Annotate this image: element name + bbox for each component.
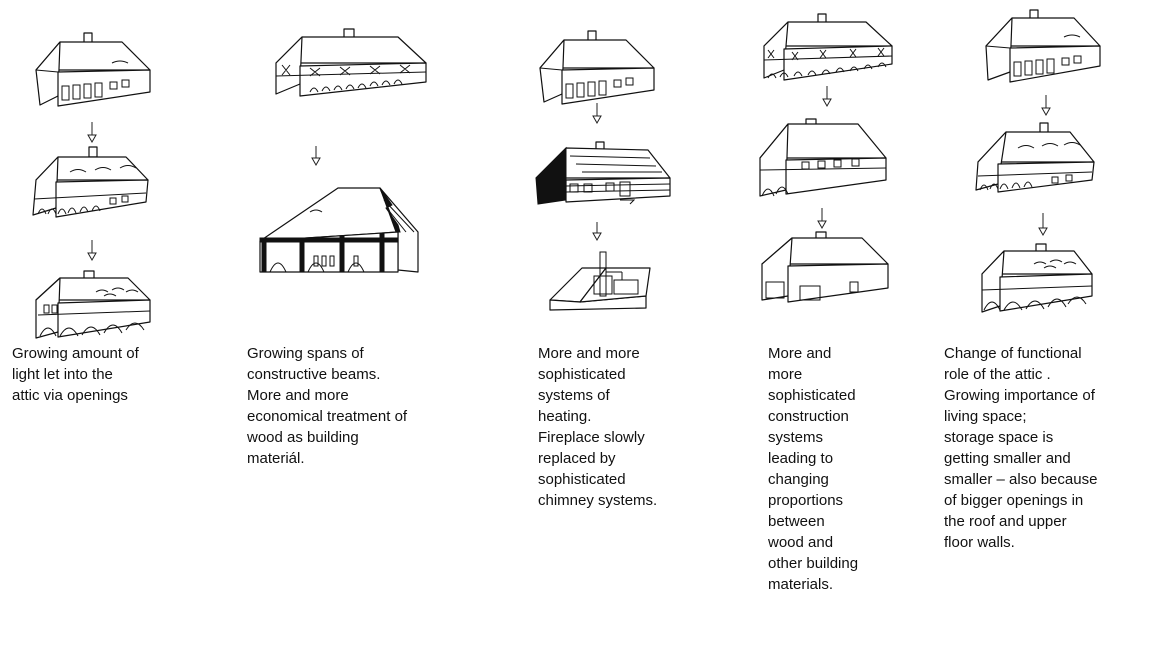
column-construction-systems: More and more sophisticated construction… bbox=[740, 0, 920, 659]
farmhouse-small-attic-illustration bbox=[985, 9, 1101, 83]
column-heating-systems-illustrations bbox=[535, 30, 671, 311]
arrow-down-icon bbox=[592, 103, 602, 125]
farmhouse-dormers-illustration bbox=[975, 122, 1095, 193]
column-attic-light: Growing amount of light let into the att… bbox=[0, 0, 200, 659]
column-construction-systems-illustrations bbox=[759, 13, 893, 303]
arrow-down-icon bbox=[311, 146, 321, 167]
timber-frame-hall-illustration bbox=[259, 187, 419, 273]
arrow-down-icon bbox=[1038, 213, 1048, 237]
column-heating-systems-caption: More and more sophisticated systems of h… bbox=[538, 345, 658, 509]
column-beam-spans-illustrations bbox=[259, 28, 427, 273]
farmhouse-large-attic-illustration bbox=[35, 270, 151, 339]
plain-masonry-house-illustration bbox=[761, 231, 889, 303]
farmhouse-dormers-illustration bbox=[32, 146, 149, 218]
half-timbered-house-detailed-illustration bbox=[763, 13, 893, 81]
arrow-down-icon bbox=[592, 222, 602, 242]
column-construction-systems-caption: More and more sophisticated construction… bbox=[768, 345, 859, 593]
arrow-down-icon bbox=[87, 122, 97, 144]
arrow-down-icon bbox=[822, 86, 832, 108]
half-timbered-house-illustration bbox=[275, 28, 427, 97]
column-attic-function-caption: Change of functional role of the attic .… bbox=[944, 345, 1098, 551]
column-attic-function: Change of functional role of the attic .… bbox=[940, 0, 1154, 659]
column-beam-spans: Growing spans of constructive beams. Mor… bbox=[230, 0, 470, 659]
arrow-down-icon bbox=[1041, 95, 1051, 117]
arrow-down-icon bbox=[87, 240, 97, 262]
column-attic-light-caption: Growing amount of light let into the att… bbox=[12, 345, 139, 404]
column-attic-light-illustrations bbox=[32, 32, 151, 339]
column-beam-spans-caption: Growing spans of constructive beams. Mor… bbox=[247, 345, 408, 467]
column-heating-systems: More and more sophisticated systems of h… bbox=[510, 0, 710, 659]
column-attic-function-illustrations bbox=[975, 9, 1101, 313]
farmhouse-small-attic-illustration bbox=[539, 30, 655, 105]
cutaway-house-chimney-illustration bbox=[549, 251, 651, 311]
masonry-house-arcade-illustration bbox=[759, 118, 887, 197]
farmhouse-large-attic-illustration bbox=[981, 243, 1093, 313]
log-cabin-illustration bbox=[535, 141, 671, 205]
arrow-down-icon bbox=[817, 208, 827, 230]
farmhouse-small-attic-illustration bbox=[35, 32, 151, 107]
